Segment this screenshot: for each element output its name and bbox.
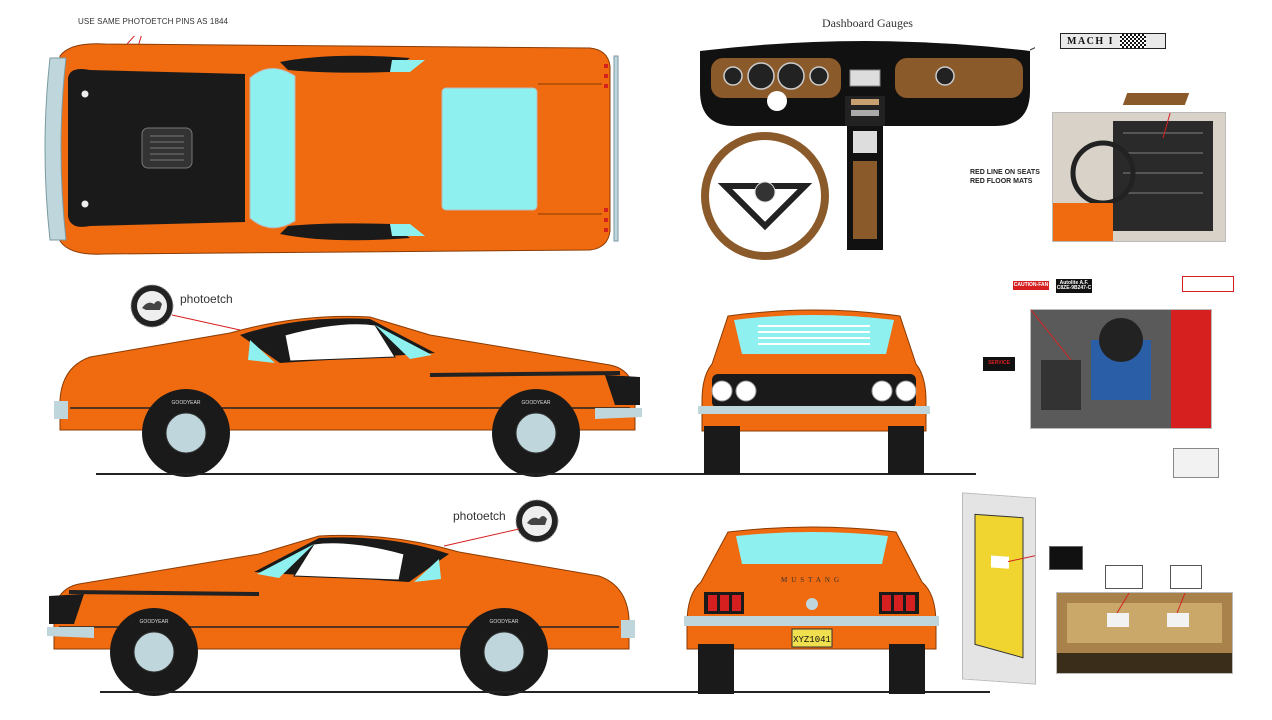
trunk-interior-photo — [1056, 592, 1233, 674]
pony-emblem-badge-lower — [515, 499, 559, 543]
tire-brand-label-4: GOODYEAR — [490, 619, 519, 625]
tire-brand-label-1: GOODYEAR — [172, 400, 201, 406]
photoetch-pins-note: USE SAME PHOTOETCH PINS AS 1844 — [78, 17, 229, 26]
door-data-plate-decal — [1049, 546, 1083, 570]
wood-trim-sample — [1122, 93, 1190, 105]
service-decal: SERVICE — [983, 357, 1015, 371]
license-plate-text: XYZ1041 — [793, 635, 831, 645]
checkered-flag-icon — [1120, 34, 1147, 48]
ground-line-lower — [100, 691, 990, 693]
engine-bay-photo — [1030, 309, 1212, 429]
car-front-view — [698, 309, 930, 474]
vin-tag-decal — [1173, 448, 1219, 478]
dashboard-illustration — [700, 41, 1035, 260]
mach1-plaque: MACH I — [1060, 33, 1166, 49]
door-jamb-photo — [962, 492, 1036, 685]
seat-note-red-line: RED LINE ON SEATS — [970, 169, 1040, 176]
tire-brand-label-3: GOODYEAR — [140, 619, 169, 625]
tire-brand-label-2: GOODYEAR — [522, 400, 551, 406]
caution-fan-decal: CAUTION-FAN — [1013, 281, 1049, 290]
trunk-label-decal-2 — [1170, 565, 1202, 589]
autolite-decal: Autolite A.F. C8ZE-9B247-C — [1056, 279, 1092, 293]
tail-script: MUSTANG — [781, 576, 843, 584]
dashboard-gauges-title: Dashboard Gauges — [822, 16, 913, 30]
photoetch-label-lower: photoetch — [453, 509, 506, 523]
car-side-view-left: GOODYEAR GOODYEAR — [47, 528, 635, 696]
interior-photo — [1052, 112, 1226, 242]
car-side-view-right: GOODYEAR GOODYEAR — [54, 314, 642, 477]
pony-emblem-badge-upper — [130, 284, 174, 328]
photoetch-label-upper: photoetch — [180, 292, 233, 306]
ground-line-upper — [96, 473, 976, 475]
car-top-view — [44, 36, 619, 255]
trunk-label-decal-1 — [1105, 565, 1143, 589]
mach1-plaque-text: MACH I — [1067, 35, 1115, 47]
seat-notes: RED LINE ON SEATS RED FLOOR MATS — [970, 168, 1040, 186]
seat-note-floor-mats: RED FLOOR MATS — [970, 178, 1033, 185]
car-rear-view: MUSTANG XYZ1041 — [684, 526, 939, 694]
emissions-label-decal — [1182, 276, 1234, 292]
